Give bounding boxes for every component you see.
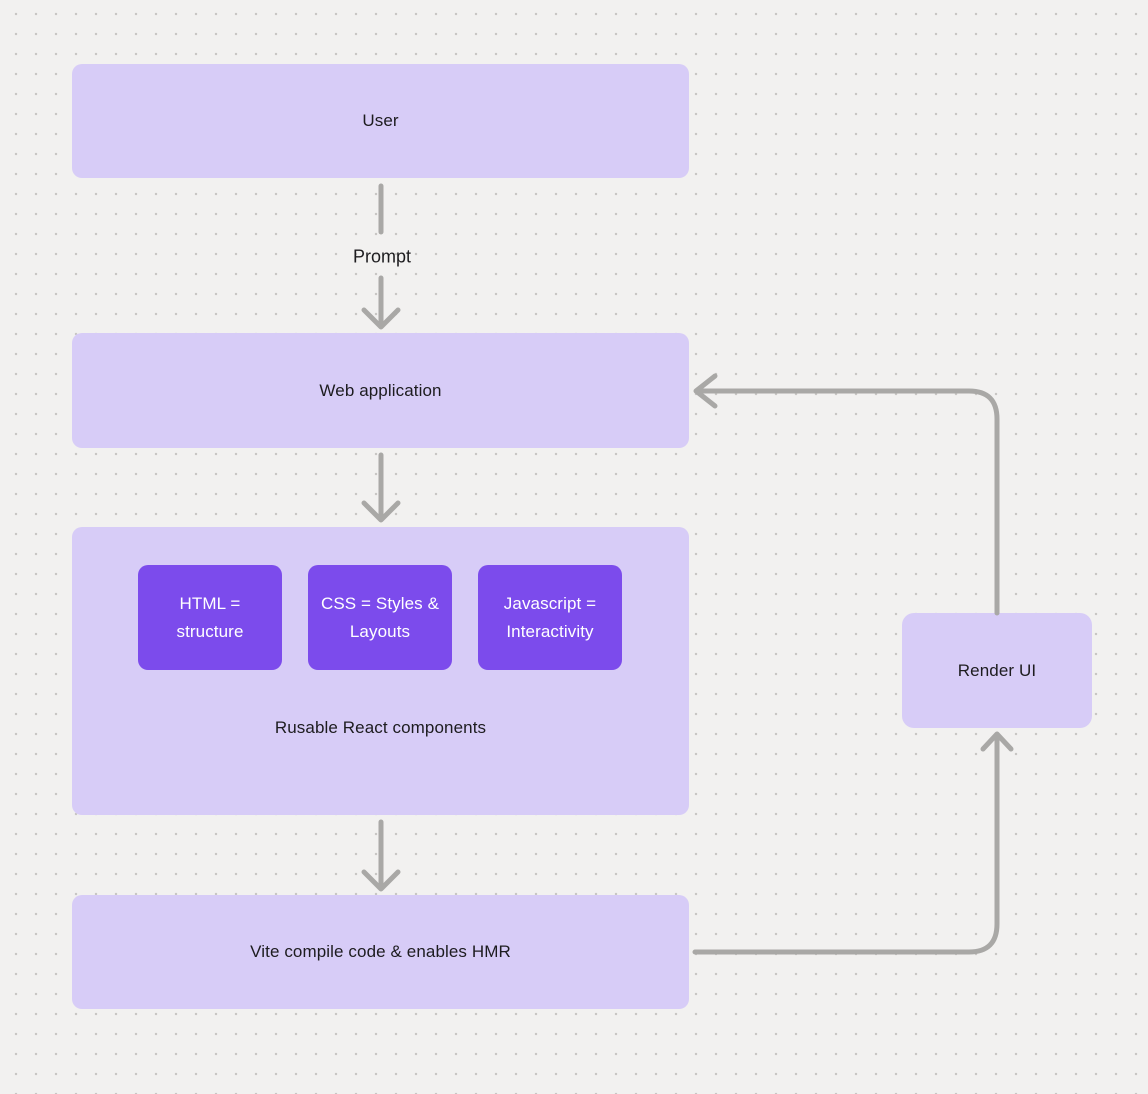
- chip-html: HTML = structure: [138, 565, 282, 670]
- arrowhead-down-into-vite: [361, 869, 401, 892]
- connector-renderui-to-webapp: [696, 388, 1000, 616]
- chip-javascript-label: Javascript = Interactivity: [503, 593, 597, 641]
- arrowhead-up-into-renderui: [980, 731, 1014, 752]
- node-user: User: [72, 64, 689, 178]
- connector-vite-to-renderui: [692, 735, 1000, 955]
- chip-css: CSS = Styles & Layouts: [308, 565, 452, 670]
- arrowhead-down-into-components: [361, 500, 401, 523]
- node-user-label: User: [362, 111, 399, 130]
- node-components-group: HTML = structure CSS = Styles & Layouts …: [72, 527, 689, 815]
- arrowhead-down-into-webapp: [361, 307, 401, 330]
- node-render-ui: Render UI: [902, 613, 1092, 728]
- node-vite-label: Vite compile code & enables HMR: [250, 942, 511, 961]
- node-web-application: Web application: [72, 333, 689, 448]
- node-render-ui-label: Render UI: [957, 660, 1037, 680]
- edge-label-prompt: Prompt: [352, 246, 412, 267]
- components-caption: Rusable React components: [274, 718, 487, 737]
- chip-html-label: HTML = structure: [176, 593, 244, 641]
- node-vite: Vite compile code & enables HMR: [72, 895, 689, 1009]
- arrowhead-left-into-webapp: [693, 373, 718, 409]
- components-chip-row: HTML = structure CSS = Styles & Layouts …: [138, 565, 622, 670]
- chip-css-label: CSS = Styles & Layouts: [320, 593, 440, 641]
- chip-javascript: Javascript = Interactivity: [478, 565, 622, 670]
- node-web-application-label: Web application: [319, 380, 442, 400]
